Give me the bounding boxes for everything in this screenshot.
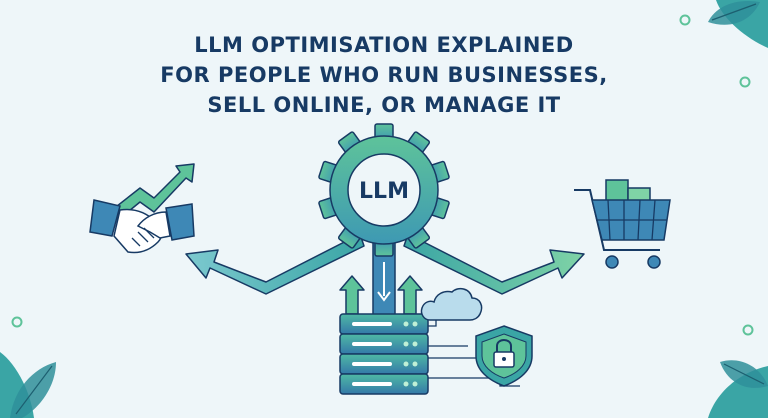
title-line-2: FOR PEOPLE WHO RUN BUSINESSES, bbox=[160, 63, 608, 87]
growth-arrow-icon bbox=[111, 163, 195, 221]
leaf-icon bbox=[0, 352, 56, 418]
shopping-cart-icon bbox=[574, 179, 671, 269]
gear-label: LLM bbox=[359, 179, 409, 204]
leaf-icon bbox=[708, 0, 768, 48]
decor-dots bbox=[11, 14, 754, 336]
handshake-icon bbox=[89, 199, 195, 254]
title-line-3: SELL ONLINE, OR MANAGE IT bbox=[207, 93, 561, 117]
title-line-1: LLM OPTIMISATION EXPLAINED bbox=[194, 33, 574, 57]
arrow-to-shop bbox=[403, 233, 585, 295]
cloud-icon bbox=[420, 287, 483, 321]
server-icon bbox=[339, 313, 429, 395]
upload-arrows bbox=[339, 275, 423, 315]
gear-icon: LLM bbox=[318, 123, 450, 257]
page-title: LLM OPTIMISATION EXPLAINED FOR PEOPLE WH… bbox=[0, 30, 768, 120]
arrow-to-business bbox=[185, 233, 365, 295]
leaf-icon bbox=[708, 360, 768, 418]
shield-lock-icon bbox=[475, 325, 533, 387]
